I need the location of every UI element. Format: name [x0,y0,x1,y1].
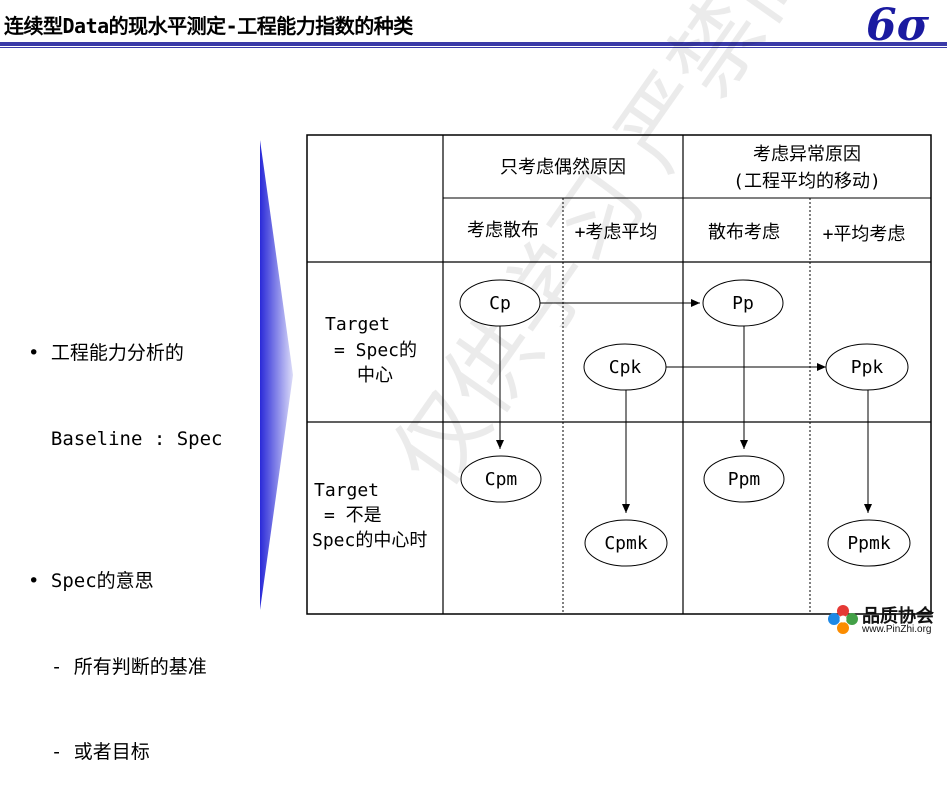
subheader-cp-mean: +考虑平均 [575,222,658,243]
node-cp-label: Cp [489,293,511,314]
bullet-line: - 所有判断的基准 [28,655,207,678]
bullet-line: • 工程能力分析的 [28,342,184,364]
node-cp [459,279,541,327]
header-random-causes: 只考虑偶然原因 [500,157,626,178]
capability-index-diagram: 只考虑偶然原因 考虑异常原因 (工程平均的移动) 考虑散布 +考虑平均 散布考虑… [306,134,932,615]
subheader-pp-mean: +平均考虑 [823,224,906,245]
header-special-causes: 考虑异常原因 [753,144,861,165]
arrow-wedge [260,140,293,610]
bullet-line: Baseline : Spec [28,427,223,450]
node-ppk-label: Ppk [851,357,884,378]
flower-icon [828,605,858,634]
node-cpk [583,343,667,391]
node-pp-label: Pp [732,293,754,314]
row-label-centered-2: = Spec的 [334,340,417,361]
node-ppmk [827,519,911,567]
node-ppm-label: Ppm [728,469,761,490]
node-cpm [460,455,542,503]
row-label-centered-3: 中心 [357,365,393,386]
row-label-offcenter-3: Spec的中心时 [312,530,427,551]
node-cpk-label: Cpk [609,357,642,378]
header-special-causes-sub: (工程平均的移动) [733,171,881,192]
subheader-pp-spread: 散布考虑 [708,222,780,243]
node-pp [702,279,784,327]
title-divider-thin [0,47,947,48]
arrows [496,299,872,513]
footer-name: 品质协会 [862,606,934,627]
row-label-offcenter-2: = 不是 [324,505,382,526]
row-label-centered-1: Target [325,314,390,335]
row-label-offcenter-1: Target [314,480,379,501]
subheader-cp-spread: 考虑散布 [467,220,539,241]
footer-url: www.PinZhi.org [862,624,932,635]
node-ppk [825,343,909,391]
node-ppmk-label: Ppmk [847,533,891,554]
node-ppm [703,455,785,503]
page-title: 连续型Data的现水平测定-工程能力指数的种类 [4,14,413,38]
node-cpmk [584,519,668,567]
footer-logo: 品质协会 www.PinZhi.org [826,600,941,640]
bullet-line: • Spec的意思 [28,570,154,592]
title-divider [0,42,947,46]
bullet-line: - 或者目标 [28,741,150,763]
node-cpm-label: Cpm [485,469,518,490]
node-cpmk-label: Cpmk [604,533,648,554]
table-grid [306,134,932,615]
